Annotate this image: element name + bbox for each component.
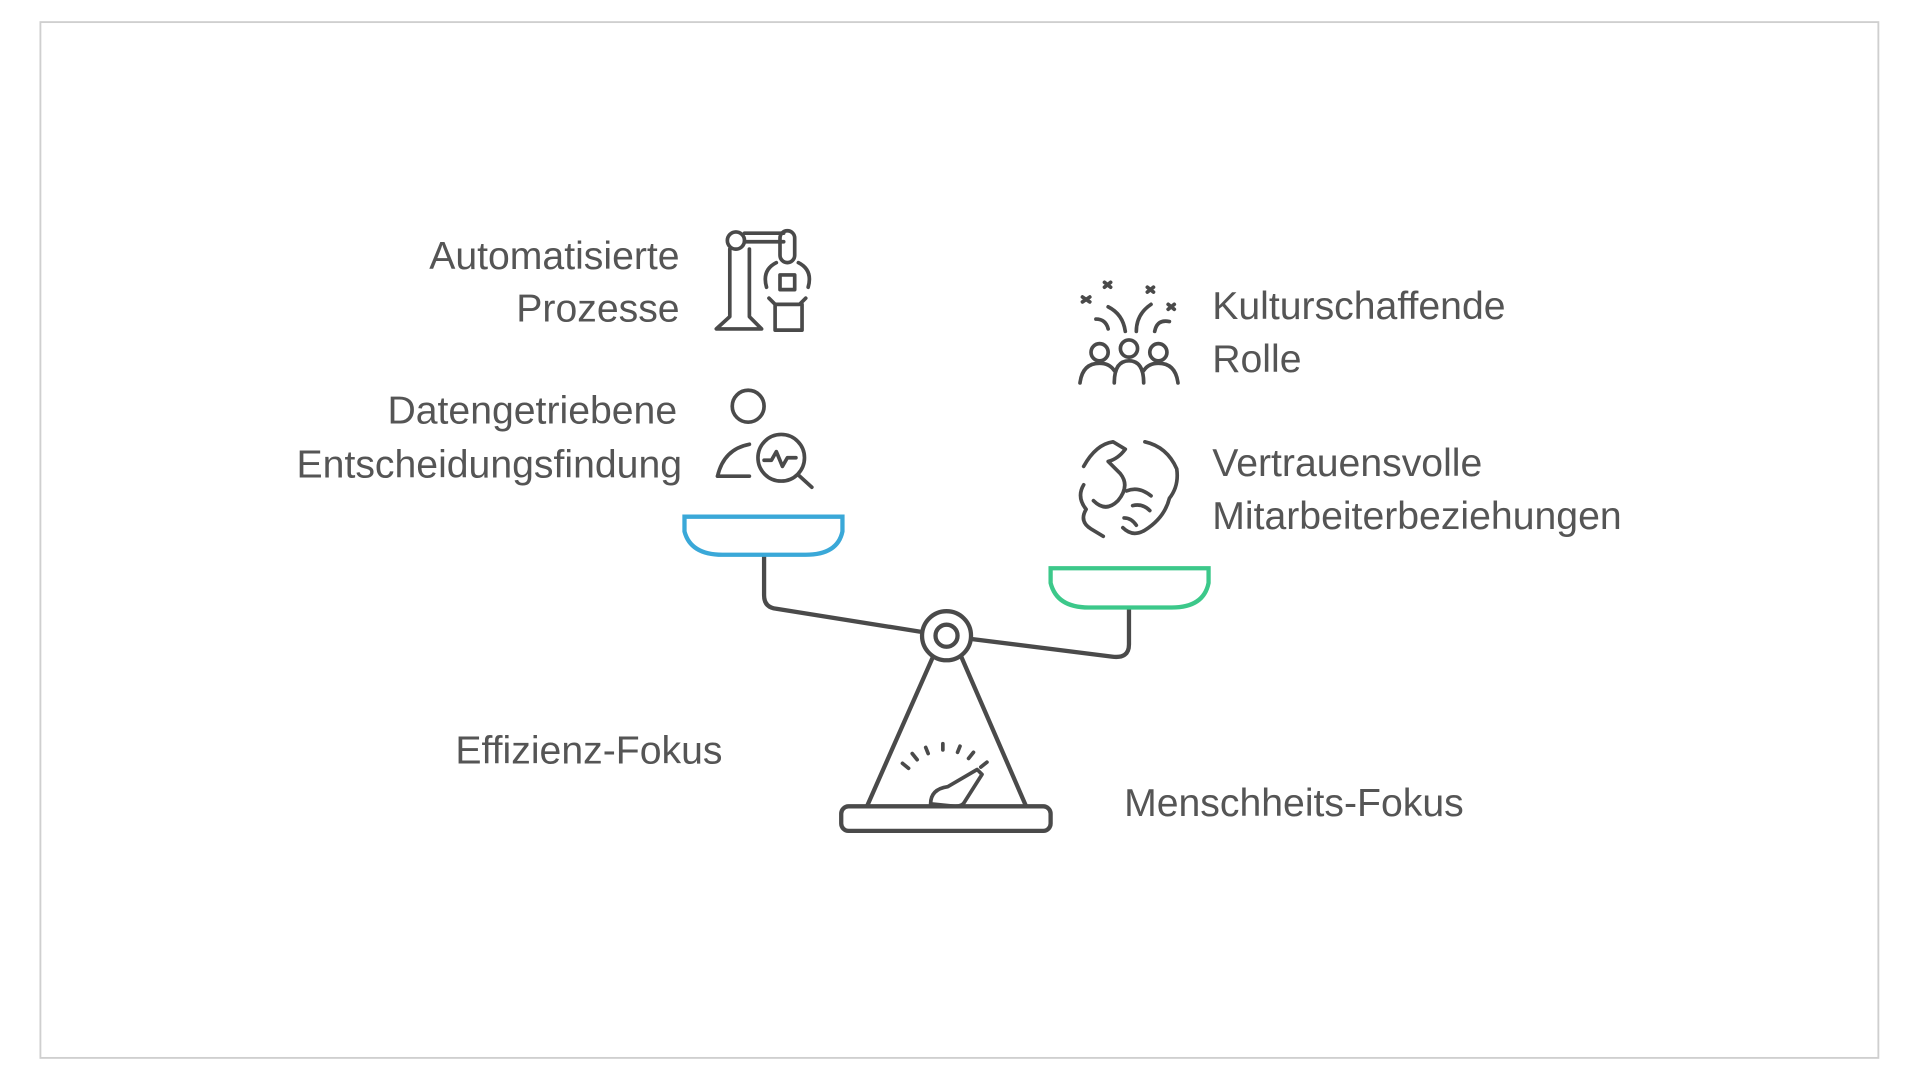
item-label-automated-processes-line2: Prozesse — [516, 287, 679, 331]
left-group-title: Effizienz-Fokus — [455, 728, 722, 772]
handshake-icon — [1078, 439, 1180, 539]
item-label-trust-line2: Mitarbeiterbeziehungen — [1212, 494, 1621, 538]
frame — [39, 21, 1880, 1059]
item-label-cultural-role-line1: Kulturschaffende — [1212, 284, 1505, 328]
robot-arm-icon — [714, 228, 812, 332]
item-label-automated-processes-line1: Automatisierte — [429, 234, 679, 278]
item-label-data-driven-line2: Entscheidungsfindung — [297, 442, 683, 486]
item-label-data-driven-line1: Datengetriebene — [387, 388, 677, 432]
celebrating-people-icon — [1078, 280, 1180, 385]
right-group-title: Menschheits-Fokus — [1124, 781, 1464, 825]
person-analytics-icon — [715, 388, 814, 490]
scale-stand — [864, 655, 1029, 808]
right-pan — [1048, 566, 1211, 610]
item-label-trust-line1: Vertrauensvolle — [1212, 441, 1482, 485]
scale-base — [839, 804, 1053, 834]
item-label-cultural-role-line2: Rolle — [1212, 337, 1301, 381]
balance-scale — [682, 514, 1211, 834]
left-pan — [682, 514, 845, 557]
gauge-icon — [900, 741, 989, 809]
